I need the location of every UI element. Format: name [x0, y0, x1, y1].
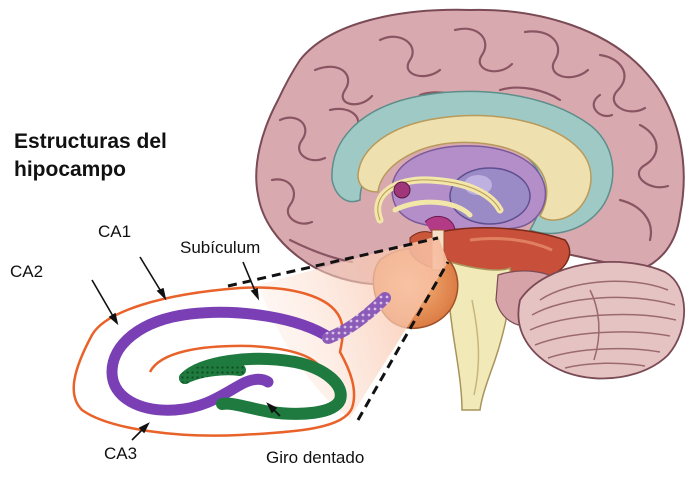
- diagram-title-line1: Estructuras del: [14, 128, 167, 156]
- label-subiculum: Subículum: [180, 238, 260, 258]
- diagram-title: Estructuras del hipocampo: [14, 128, 167, 184]
- label-giro-dentado: Giro dentado: [266, 448, 364, 468]
- diagram-title-line2: hipocampo: [14, 156, 167, 184]
- mammillary-body: [394, 182, 410, 198]
- label-ca1: CA1: [98, 222, 131, 242]
- label-ca3: CA3: [104, 444, 137, 464]
- cerebellum: [518, 262, 684, 379]
- label-ca2: CA2: [10, 262, 43, 282]
